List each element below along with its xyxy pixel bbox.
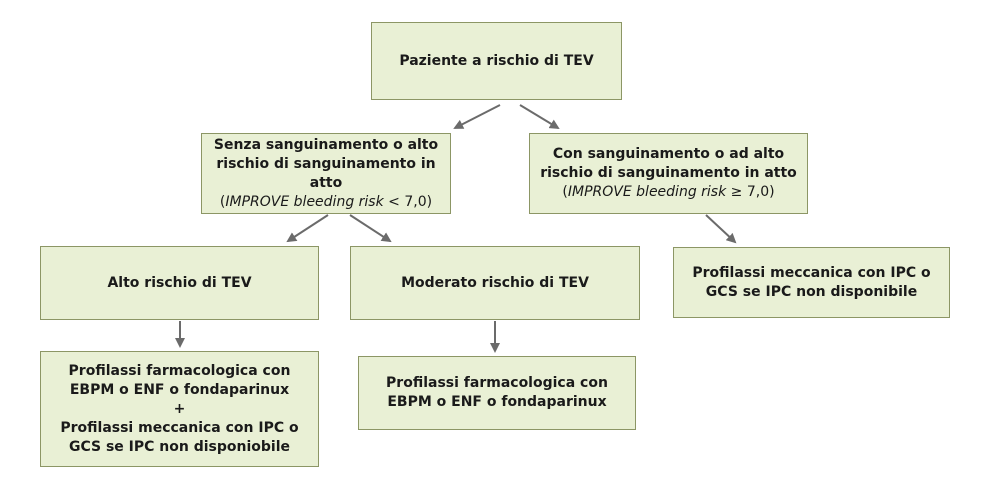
arrow-right-to-mechanical: [705, 214, 737, 244]
node-bleeding-score: (IMPROVE bleeding risk ≥ 7,0): [562, 184, 775, 200]
high-result-line5: GCS se IPC non disponiobile: [68, 438, 291, 455]
node-high-risk-result: Profilassi farmacologica con EBPM o ENF …: [40, 351, 319, 467]
node-high-risk: Alto rischio di TEV: [40, 246, 319, 320]
arrow-left-to-moderate: [349, 214, 392, 243]
moderate-result-line2: EBPM o ENF o fondaparinux: [387, 394, 607, 410]
node-bleeding-line1: Con sanguinamento o ad alto: [552, 146, 785, 162]
high-result-plus: +: [173, 400, 186, 417]
moderate-result-line1: Profilassi farmacologica con: [386, 375, 608, 391]
node-root-text: Paziente a rischio di TEV: [399, 52, 594, 69]
node-no-bleeding-line2: rischio di sanguinamento in atto: [216, 155, 436, 191]
arrow-root-to-right: [519, 104, 560, 130]
high-result-line2: EBPM o ENF o fondaparinux: [69, 381, 290, 398]
node-no-bleeding-score: (IMPROVE bleeding risk < 7,0): [219, 193, 433, 210]
node-moderate-risk-text: Moderato rischio di TEV: [401, 274, 589, 291]
node-moderate-risk: Moderato rischio di TEV: [350, 246, 640, 320]
node-no-bleeding-line1: Senza sanguinamento o alto: [213, 136, 439, 153]
node-mechanical-line2: GCS se IPC non disponibile: [705, 283, 918, 300]
node-root: Paziente a rischio di TEV: [371, 22, 622, 100]
arrow-left-to-high: [286, 214, 329, 243]
arrow-root-to-left: [453, 104, 501, 129]
node-high-risk-text: Alto rischio di TEV: [107, 274, 252, 291]
node-mechanical-line1: Profilassi meccanica con IPC o: [692, 264, 931, 281]
node-moderate-risk-result: Profilassi farmacologica con EBPM o ENF …: [358, 356, 636, 430]
node-mechanical-prophylaxis: Profilassi meccanica con IPC o GCS se IP…: [673, 247, 950, 318]
high-result-line1: Profilassi farmacologica con: [68, 362, 291, 379]
node-no-bleeding: Senza sanguinamento o alto rischio di sa…: [201, 133, 451, 214]
node-bleeding: Con sanguinamento o ad alto rischio di s…: [529, 133, 808, 214]
high-result-line4: Profilassi meccanica con IPC o: [60, 419, 299, 436]
node-bleeding-line2: rischio di sanguinamento in atto: [540, 165, 797, 181]
